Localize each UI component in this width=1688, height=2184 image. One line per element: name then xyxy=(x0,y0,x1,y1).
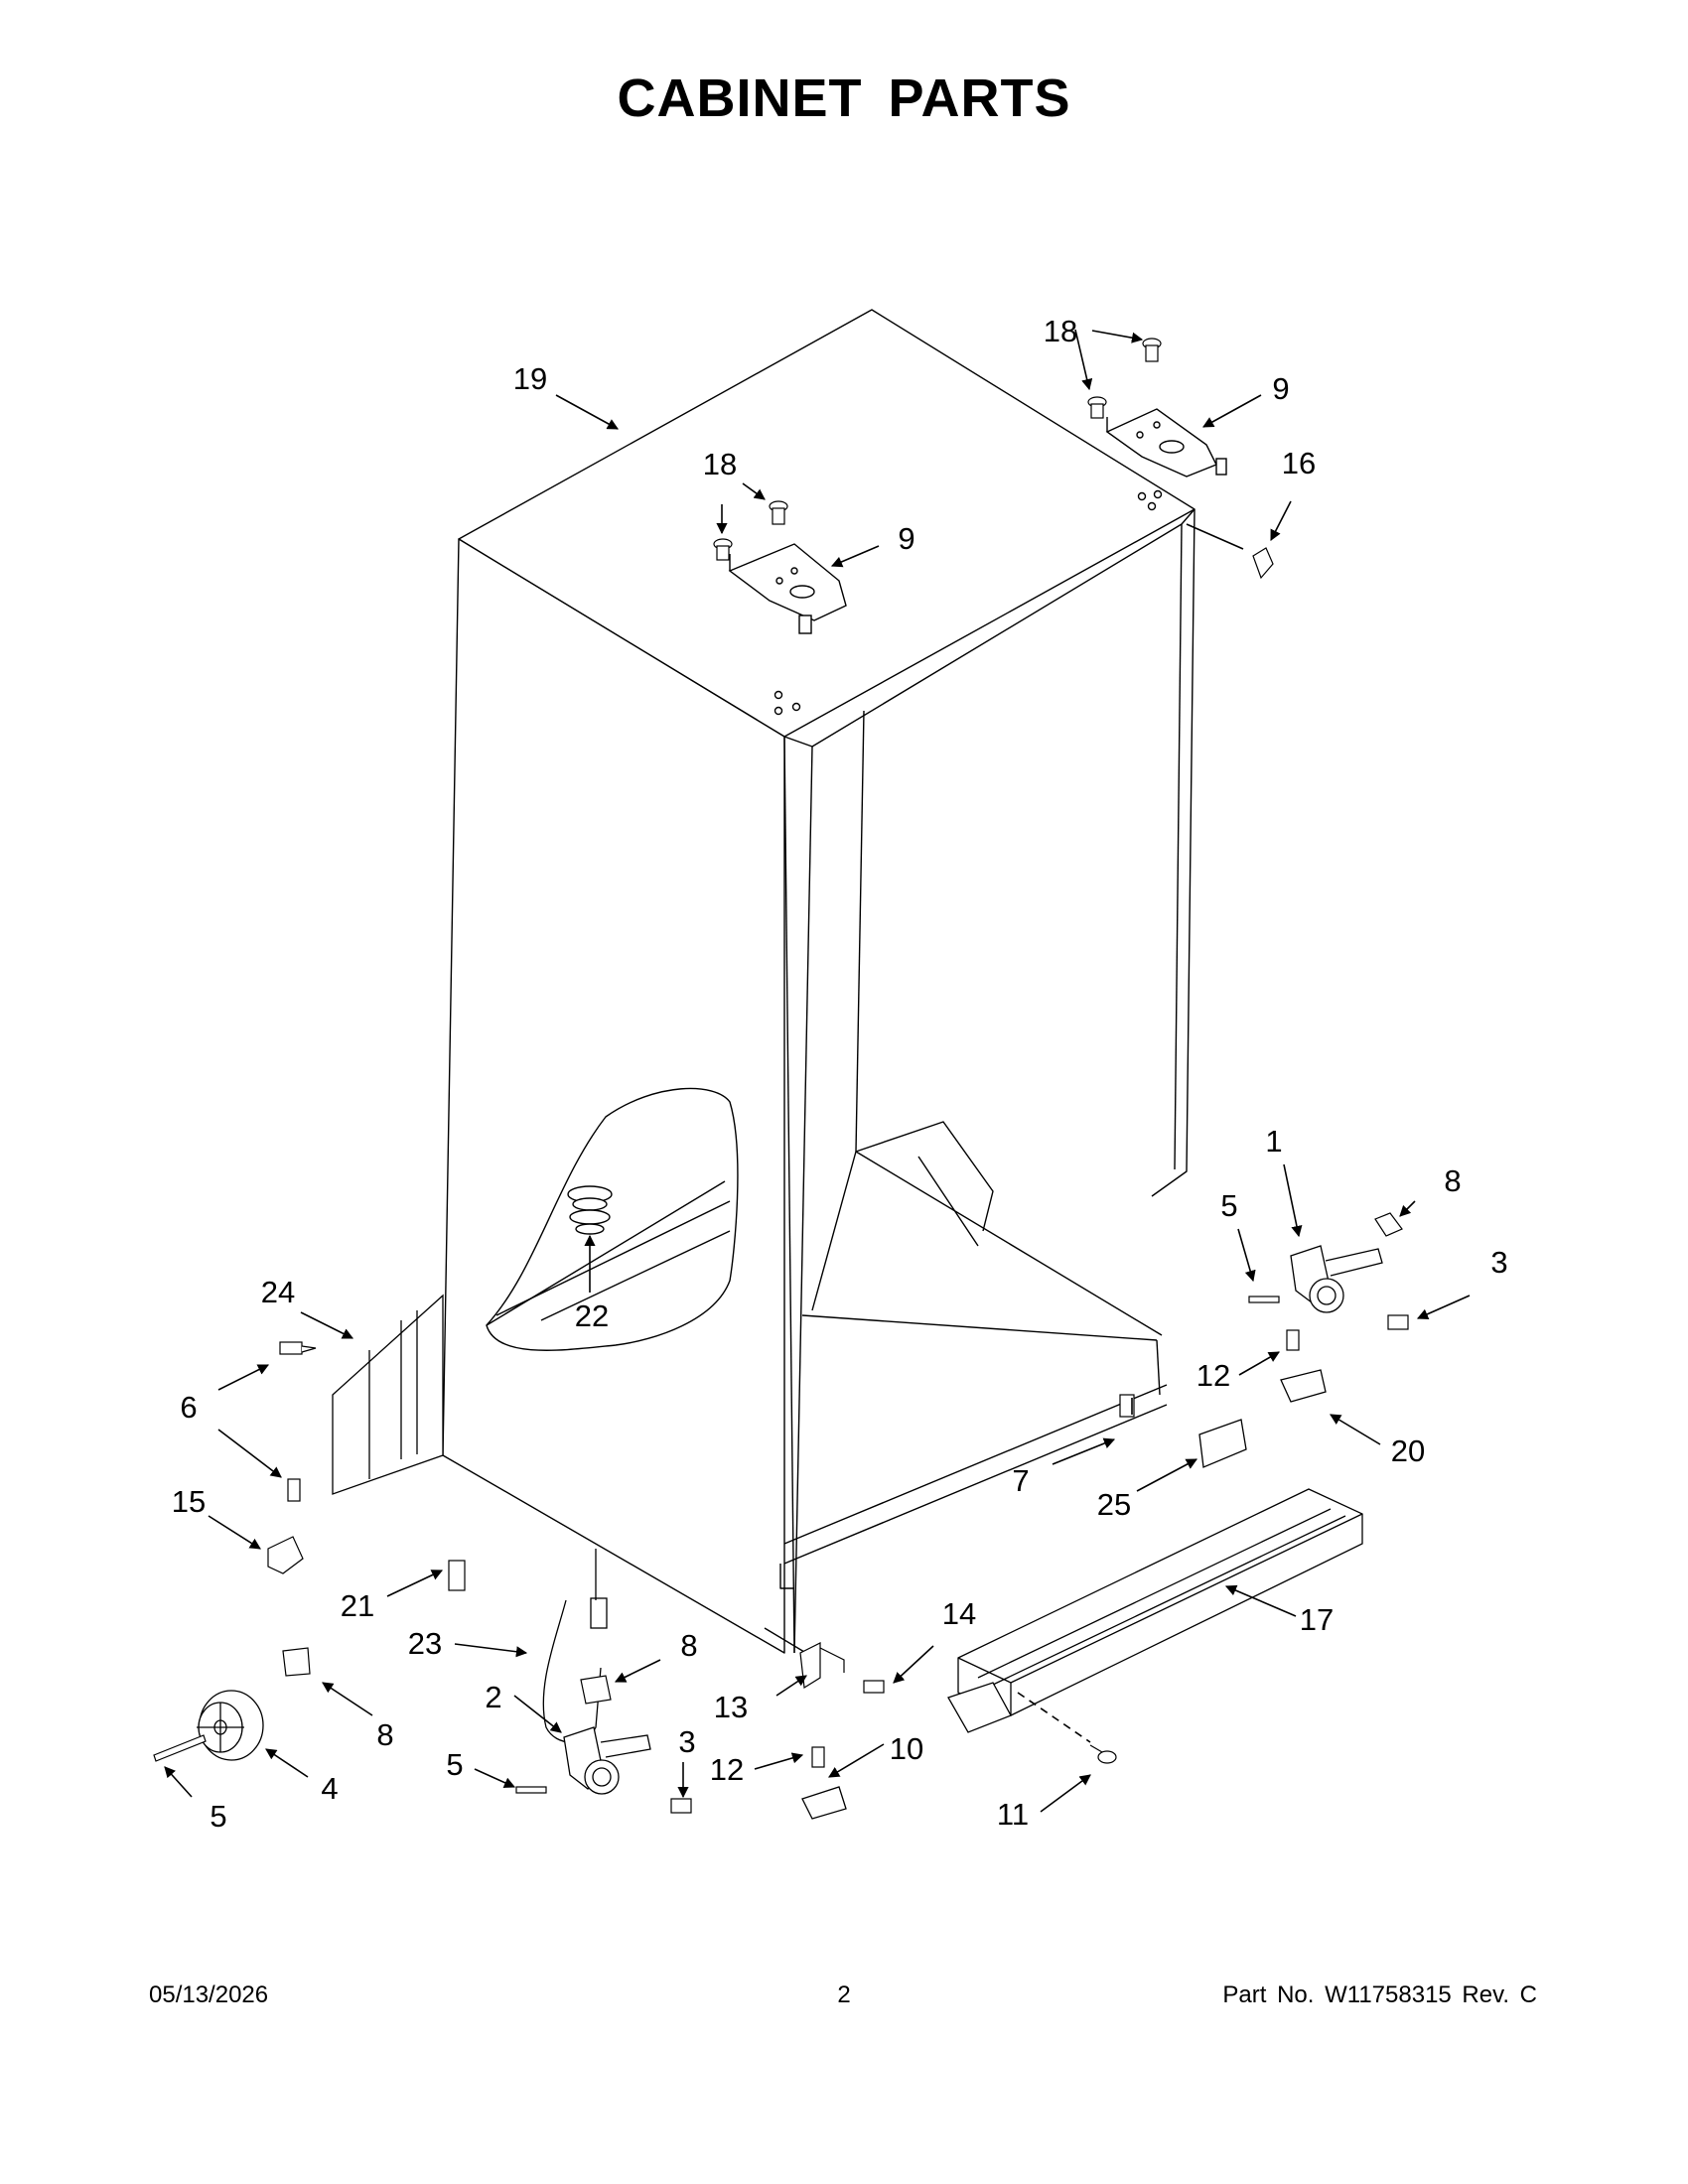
clip-15 xyxy=(267,1536,304,1574)
pad-8-center xyxy=(580,1675,612,1705)
roller-assembly-left xyxy=(563,1726,651,1795)
axle-5-left xyxy=(153,1734,207,1762)
callout-3-left: 3 xyxy=(678,1724,695,1759)
callout-5-center: 5 xyxy=(446,1747,463,1782)
bracket-25 xyxy=(1198,1419,1247,1468)
screw-3-right xyxy=(1387,1314,1409,1330)
callout-22: 22 xyxy=(575,1298,609,1333)
screw-3-left xyxy=(670,1798,692,1814)
callout-8-left: 8 xyxy=(376,1717,393,1752)
leader-lines xyxy=(164,329,1471,1813)
screw-6-lower xyxy=(287,1478,301,1502)
screw-18-right-a xyxy=(1087,396,1107,419)
leveling-leg-right xyxy=(1280,1369,1327,1403)
screw-18-left-a xyxy=(713,538,733,561)
screw-18-left-b xyxy=(769,500,788,525)
callout-9-right: 9 xyxy=(1272,371,1289,406)
callout-4: 4 xyxy=(321,1771,338,1806)
callout-labels: 19 18 9 18 9 16 22 24 6 15 1 8 5 3 12 20… xyxy=(172,314,1508,1834)
callout-25: 25 xyxy=(1097,1487,1131,1522)
roller-assembly-right xyxy=(1290,1245,1383,1313)
page-title: CABINET PARTS xyxy=(617,68,1071,128)
screw-12-right xyxy=(1286,1329,1300,1351)
bracket-13 xyxy=(799,1642,845,1690)
hinge-pin-cap xyxy=(1252,547,1274,580)
top-hinge-right xyxy=(1105,408,1227,478)
drain-grommet xyxy=(567,1185,613,1235)
callout-18-left: 18 xyxy=(703,447,737,481)
callout-17: 17 xyxy=(1300,1602,1334,1637)
screw-5-center xyxy=(515,1786,547,1794)
bracket-7 xyxy=(1119,1394,1135,1418)
callout-11: 11 xyxy=(997,1797,1029,1832)
clip-21 xyxy=(448,1560,466,1591)
callout-23: 23 xyxy=(408,1626,442,1661)
screw-12-left xyxy=(811,1746,825,1768)
callout-10: 10 xyxy=(890,1731,923,1766)
callout-12-left: 12 xyxy=(710,1752,744,1787)
callout-15: 15 xyxy=(172,1484,206,1519)
callout-1: 1 xyxy=(1265,1124,1282,1159)
callout-2: 2 xyxy=(485,1680,501,1714)
screw-14 xyxy=(863,1680,885,1694)
callout-19: 19 xyxy=(513,361,547,396)
callout-24: 24 xyxy=(261,1275,295,1309)
rear-grille xyxy=(332,1294,444,1495)
footer-part-number: Part No. W11758315 Rev. C xyxy=(1222,1981,1537,2008)
pad-8-right xyxy=(1374,1212,1403,1237)
callout-18-right: 18 xyxy=(1044,314,1077,348)
callout-12-right: 12 xyxy=(1196,1358,1230,1393)
cabinet xyxy=(442,309,1196,1659)
callout-14: 14 xyxy=(942,1596,976,1631)
footer-date: 05/13/2026 xyxy=(149,1981,269,2008)
callout-13: 13 xyxy=(714,1690,748,1724)
rear-wheel xyxy=(197,1690,264,1761)
top-hinge-left xyxy=(728,543,847,634)
screw-6-upper xyxy=(279,1341,317,1355)
callout-16: 16 xyxy=(1282,446,1316,480)
cutaway-view xyxy=(486,1087,739,1351)
callout-8-right: 8 xyxy=(1444,1163,1461,1198)
callout-3-right: 3 xyxy=(1490,1245,1507,1280)
leveling-leg-left xyxy=(801,1786,847,1820)
pad-8-left xyxy=(282,1647,311,1677)
callout-8-center: 8 xyxy=(680,1628,697,1663)
callout-5-left: 5 xyxy=(210,1799,226,1834)
callout-9-left: 9 xyxy=(898,521,914,556)
screw-11 xyxy=(1089,1744,1117,1764)
callout-5-right: 5 xyxy=(1220,1188,1237,1223)
footer-page-number: 2 xyxy=(837,1981,851,2008)
callout-7: 7 xyxy=(1012,1463,1029,1498)
callout-21: 21 xyxy=(341,1588,374,1623)
toe-grille xyxy=(947,1488,1363,1733)
drain-tube xyxy=(542,1549,608,1743)
screw-18-right-b xyxy=(1142,338,1162,362)
screw-5-right xyxy=(1248,1296,1280,1303)
callout-20: 20 xyxy=(1391,1433,1425,1468)
callout-6: 6 xyxy=(180,1390,197,1425)
